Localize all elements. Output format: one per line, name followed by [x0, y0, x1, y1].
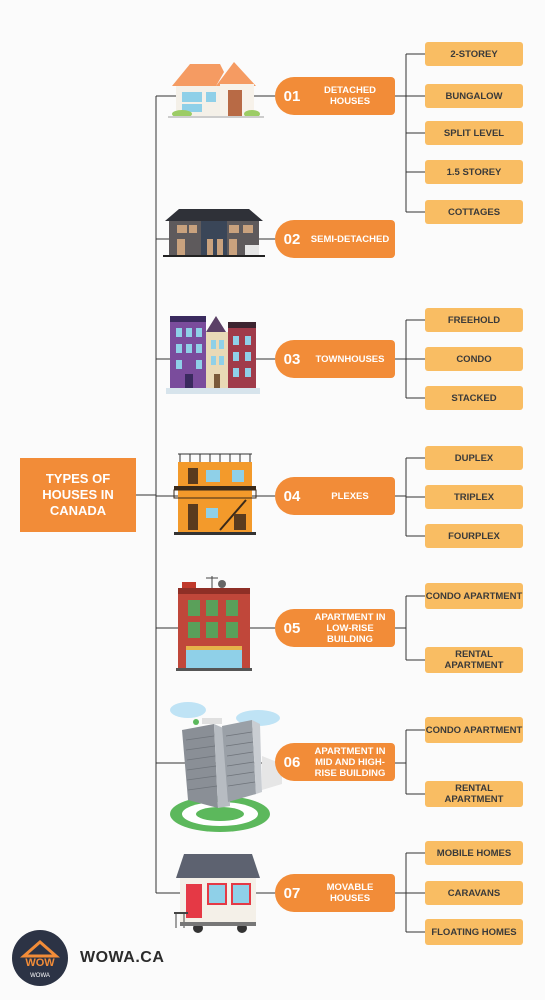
category-number: 01: [283, 87, 301, 105]
category-node-high-rise: 06 APARTMENT IN MID AND HIGH-RISE BUILDI…: [275, 743, 395, 781]
category-label: PLEXES: [331, 490, 369, 502]
subtype-rental-apartment: RENTAL APARTMENT: [425, 781, 523, 807]
category-label: SEMI-DETACHED: [310, 233, 390, 245]
mobile-home-icon: [174, 854, 260, 933]
subtype-condo: CONDO: [425, 347, 523, 371]
category-node-semi-detached: 02 SEMI-DETACHED: [275, 220, 395, 258]
root-node: TYPES OF HOUSES IN CANADA: [20, 458, 136, 532]
high-rise-building-icon: [170, 702, 282, 832]
category-number: 02: [283, 230, 301, 248]
category-node-detached: 01 DETACHED HOUSES: [275, 77, 395, 115]
subtype-rental-apartment: RENTAL APARTMENT: [425, 647, 523, 673]
category-label: TOWNHOUSES: [315, 353, 385, 365]
subtype-bungalow: BUNGALOW: [425, 84, 523, 108]
logo-text: WOW: [25, 957, 55, 969]
category-label: MOVABLE HOUSES: [326, 882, 374, 904]
subtype-1-5-storey: 1.5 STOREY: [425, 160, 523, 184]
category-node-townhouses: 03 TOWNHOUSES: [275, 340, 395, 378]
category-label: APARTMENT IN LOW-RISE BUILDING: [314, 611, 386, 645]
category-node-low-rise: 05 APARTMENT IN LOW-RISE BUILDING: [275, 609, 395, 647]
category-number: 07: [283, 884, 301, 902]
subtype-mobile-homes: MOBILE HOMES: [425, 841, 523, 865]
category-number: 04: [283, 487, 301, 505]
category-number: 03: [283, 350, 301, 368]
subtype-caravans: CARAVANS: [425, 881, 523, 905]
subtype-split-level: SPLIT LEVEL: [425, 121, 523, 145]
category-number: 05: [283, 619, 301, 637]
plex-building-icon: [173, 453, 257, 535]
subtype-cottages: COTTAGES: [425, 200, 523, 224]
subtype-condo-apartment: CONDO APARTMENT: [425, 717, 523, 743]
subtype-duplex: DUPLEX: [425, 446, 523, 470]
subtype-condo-apartment: CONDO APARTMENT: [425, 583, 523, 609]
subtype-2-storey: 2-STOREY: [425, 42, 523, 66]
category-label: DETACHED HOUSES: [323, 85, 377, 107]
subtype-floating-homes: FLOATING HOMES: [425, 919, 523, 945]
low-rise-building-icon: [176, 576, 252, 671]
subtype-fourplex: FOURPLEX: [425, 524, 523, 548]
logo-subtext: WOWA: [30, 973, 50, 979]
wowa-logo-icon: WOW WOWA: [12, 930, 68, 986]
subtype-freehold: FREEHOLD: [425, 308, 523, 332]
category-label: APARTMENT IN MID AND HIGH-RISE BUILDING: [314, 745, 386, 779]
semi-detached-house-icon: [163, 209, 265, 257]
brand-name[interactable]: WOWA.CA: [80, 949, 165, 966]
category-number: 06: [283, 753, 301, 771]
townhouses-icon: [166, 316, 260, 394]
subtype-triplex: TRIPLEX: [425, 485, 523, 509]
category-node-plexes: 04 PLEXES: [275, 477, 395, 515]
root-title: TYPES OF HOUSES IN CANADA: [42, 471, 114, 518]
subtype-stacked: STACKED: [425, 386, 523, 410]
category-node-movable: 07 MOVABLE HOUSES: [275, 874, 395, 912]
detached-house-icon: [168, 62, 264, 118]
